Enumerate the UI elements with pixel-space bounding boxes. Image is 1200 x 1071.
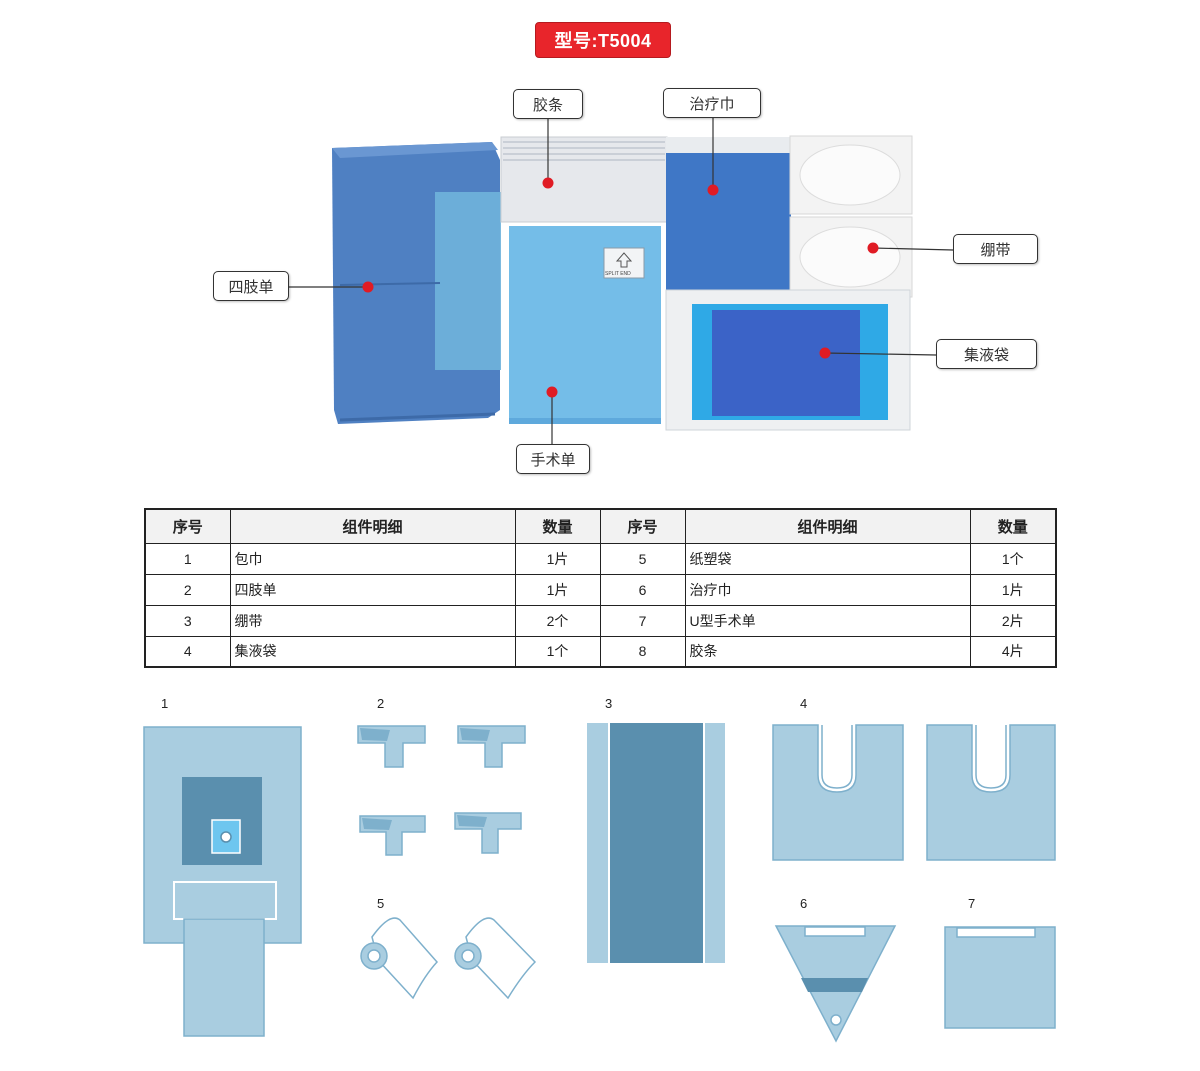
component-diagrams: 1 2 3 4 5 bbox=[143, 696, 1056, 1043]
row-qty: 1片 bbox=[514, 542, 601, 575]
row-qty: 2片 bbox=[969, 604, 1057, 637]
collection-bag-item bbox=[665, 289, 911, 431]
callout-treatment-towel: 治疗巾 bbox=[663, 88, 761, 118]
table-row: 4 集液袋 1个 8 胶条 4片 bbox=[144, 635, 1057, 668]
treatment-towel-item bbox=[666, 137, 791, 297]
row-item: 胶条 bbox=[684, 635, 971, 668]
package-label: SPLIT END bbox=[605, 271, 631, 277]
diagram-label: 5 bbox=[377, 896, 384, 911]
table-row: 3 绷带 2个 7 U型手术单 2片 bbox=[144, 604, 1057, 637]
row-qty: 2个 bbox=[514, 604, 601, 637]
callout-bandage: 绷带 bbox=[953, 234, 1038, 264]
row-no: 5 bbox=[599, 542, 686, 575]
row-no: 3 bbox=[144, 604, 231, 637]
diagram-label: 3 bbox=[605, 696, 612, 711]
row-item: 包巾 bbox=[229, 542, 516, 575]
row-qty: 1片 bbox=[514, 573, 601, 606]
diagram-label: 2 bbox=[377, 696, 384, 711]
header-item: 组件明细 bbox=[684, 508, 971, 544]
header-qty: 数量 bbox=[514, 508, 601, 544]
row-item: U型手术单 bbox=[684, 604, 971, 637]
row-item: 纸塑袋 bbox=[684, 542, 971, 575]
row-no: 8 bbox=[599, 635, 686, 668]
row-no: 2 bbox=[144, 573, 231, 606]
diagram-label: 7 bbox=[968, 896, 975, 911]
row-no: 7 bbox=[599, 604, 686, 637]
diagram-6: 6 bbox=[774, 896, 897, 1043]
row-qty: 1个 bbox=[514, 635, 601, 668]
row-item: 治疗巾 bbox=[684, 573, 971, 606]
row-item: 四肢单 bbox=[229, 573, 516, 606]
row-no: 1 bbox=[144, 542, 231, 575]
diagram-5: 5 bbox=[360, 896, 537, 1000]
row-item: 集液袋 bbox=[229, 635, 516, 668]
callout-markers bbox=[362, 177, 879, 398]
table-row: 1 包巾 1片 5 纸塑袋 1个 bbox=[144, 542, 1057, 575]
diagram-1: 1 bbox=[143, 696, 302, 1037]
header-no: 序号 bbox=[599, 508, 686, 544]
callout-connectors bbox=[288, 117, 954, 444]
header-item: 组件明细 bbox=[229, 508, 516, 544]
bandage-item bbox=[789, 135, 913, 298]
diagram-4: 4 bbox=[772, 696, 1056, 861]
diagram-2: 2 bbox=[357, 696, 526, 856]
product-photo: SPLIT END bbox=[288, 117, 954, 444]
diagram-label: 4 bbox=[800, 696, 807, 711]
callout-collection-bag: 集液袋 bbox=[936, 339, 1037, 369]
diagram-label: 6 bbox=[800, 896, 807, 911]
diagram-7: 7 bbox=[944, 896, 1056, 1029]
callout-surgical-sheet: 手术单 bbox=[516, 444, 590, 474]
row-no: 6 bbox=[599, 573, 686, 606]
components-table: 序号 组件明细 数量 序号 组件明细 数量 1 包巾 1片 5 纸塑袋 1个 2… bbox=[144, 508, 1057, 668]
row-no: 4 bbox=[144, 635, 231, 668]
row-item: 绷带 bbox=[229, 604, 516, 637]
callout-tape: 胶条 bbox=[513, 89, 583, 119]
limb-sheet-item bbox=[332, 142, 501, 424]
header-qty: 数量 bbox=[969, 508, 1057, 544]
header-no: 序号 bbox=[144, 508, 231, 544]
row-qty: 1个 bbox=[969, 542, 1057, 575]
table-header-row: 序号 组件明细 数量 序号 组件明细 数量 bbox=[144, 508, 1057, 544]
callout-limb-sheet: 四肢单 bbox=[213, 271, 289, 301]
diagram-label: 1 bbox=[161, 696, 168, 711]
table-row: 2 四肢单 1片 6 治疗巾 1片 bbox=[144, 573, 1057, 606]
row-qty: 4片 bbox=[969, 635, 1057, 668]
diagram-3: 3 bbox=[587, 696, 725, 963]
model-badge: 型号:T5004 bbox=[535, 22, 671, 58]
tape-item bbox=[500, 136, 668, 223]
row-qty: 1片 bbox=[969, 573, 1057, 606]
surgical-sheet-item bbox=[509, 226, 661, 424]
